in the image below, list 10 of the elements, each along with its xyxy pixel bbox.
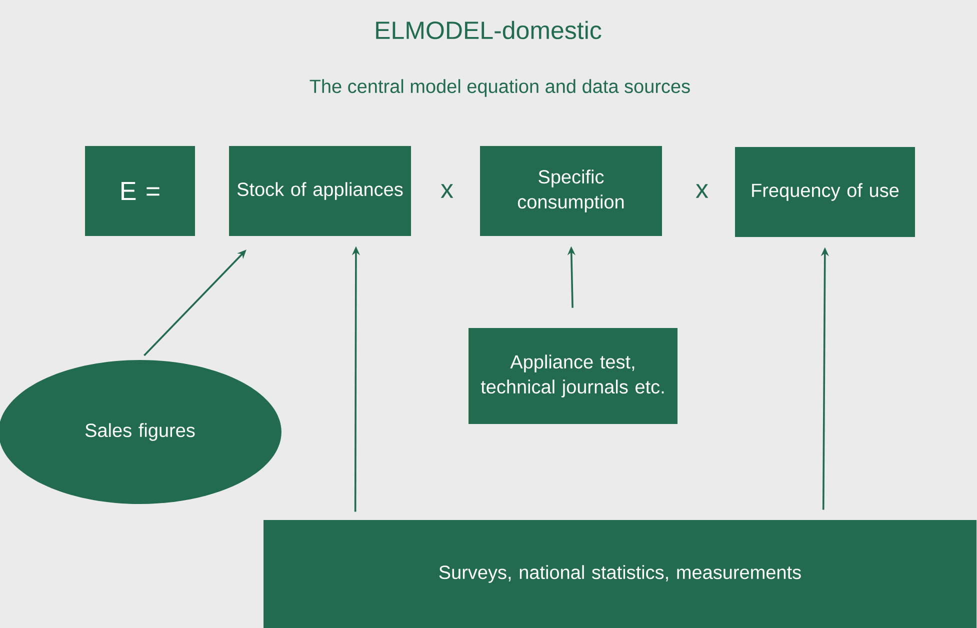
multiplication-sign: x [440,184,454,198]
box: Stock of appliances [229,146,411,236]
box: Specific consumption [480,146,662,236]
multiplication-sign: x [696,184,708,198]
box: Frequency of use [735,147,915,237]
box: Surveys, national statistics, measurements [264,520,976,628]
box: Appliance test, technical journals etc. [468,328,678,424]
subtitle: The central model equation and data sources [310,79,690,97]
box: E = [85,146,195,236]
title: ELMODEL-domestic [376,20,602,40]
